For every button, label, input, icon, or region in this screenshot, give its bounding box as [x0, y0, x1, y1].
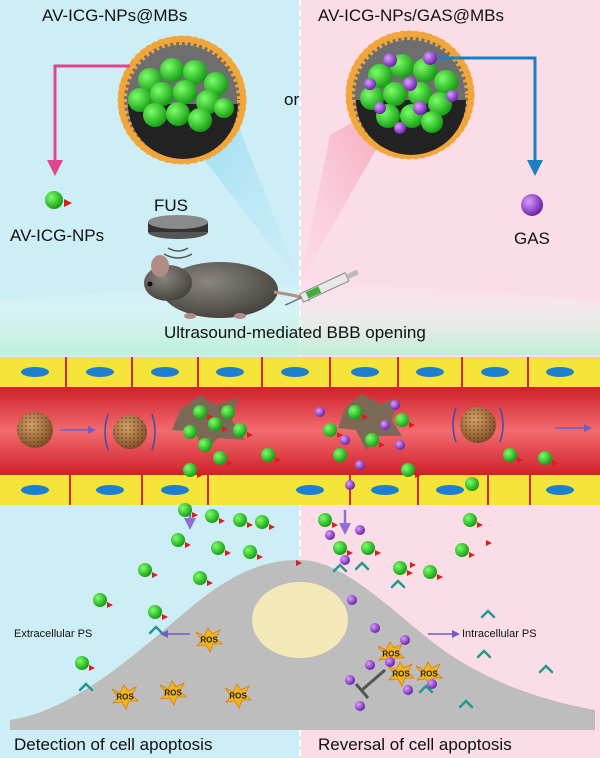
extracellular-ps-label: Extracellular PS: [14, 628, 93, 640]
gas-label: GAS: [514, 229, 550, 248]
syringe-icon: [284, 269, 359, 306]
ros-label: ROS: [116, 692, 134, 702]
left-bottom-caption: Detection of cell apoptosis: [14, 735, 213, 754]
left-microbubble-icon: [117, 35, 247, 165]
ros-label: ROS: [164, 688, 182, 698]
ros-label: ROS: [392, 669, 410, 679]
vessel-microbubbles: [17, 407, 592, 451]
ros-label: ROS: [200, 635, 218, 645]
or-label: or: [284, 90, 300, 109]
inhibition-icon: [354, 668, 386, 699]
ros-label: ROS: [420, 669, 438, 679]
endothelial-layer-bottom: [0, 475, 600, 505]
gas-molecules: [315, 400, 437, 711]
ros-label: ROS: [229, 691, 247, 701]
transducer-icon: [148, 215, 208, 259]
intracellular-ps-label: Intracellular PS: [462, 628, 537, 640]
mouse-icon: [144, 255, 311, 319]
bbb-opening-label: Ultrasound-mediated BBB opening: [164, 323, 426, 342]
right-title: AV-ICG-NPs/GAS@MBs: [318, 6, 505, 25]
endothelial-layer-top: [0, 357, 600, 387]
right-microbubble-icon: [345, 30, 475, 160]
nanoparticles: [75, 405, 552, 670]
right-bottom-caption: Reversal of cell apoptosis: [318, 735, 512, 754]
nps-label: AV-ICG-NPs: [10, 226, 105, 245]
fus-label: FUS: [154, 196, 188, 215]
left-title: AV-ICG-NPs@MBs: [42, 6, 188, 25]
ros-label: ROS: [382, 649, 400, 659]
